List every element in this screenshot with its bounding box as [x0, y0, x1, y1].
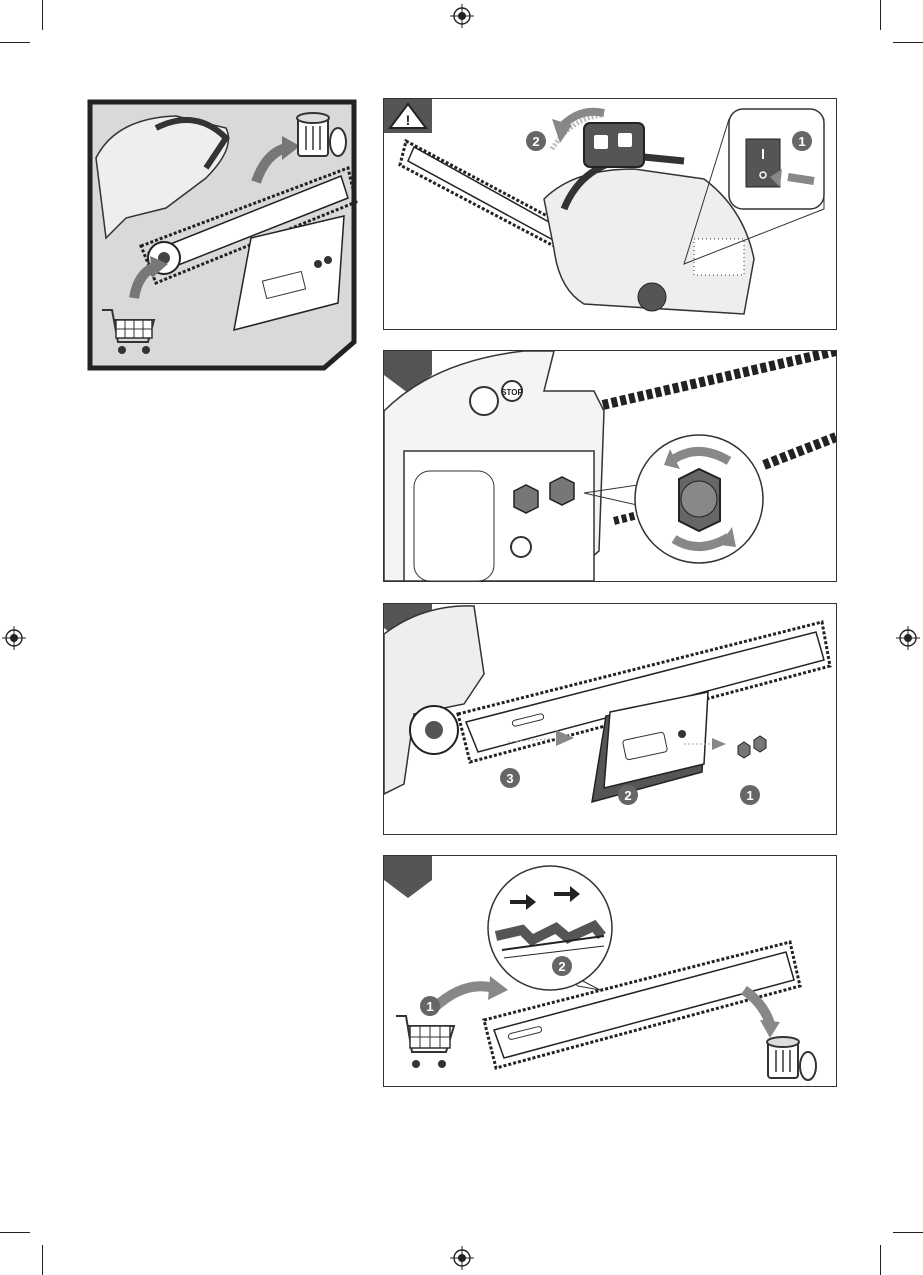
- replace-chain-figure: 2 1: [383, 855, 837, 1087]
- registration-mark-right: [896, 626, 920, 650]
- registration-mark-bottom: [450, 1246, 474, 1270]
- loosen-nuts-figure: STOP: [383, 350, 837, 582]
- callout-1: 1: [746, 788, 753, 803]
- step-tab: [384, 856, 432, 898]
- callout-2: 2: [558, 959, 565, 974]
- callout-2: 2: [624, 788, 631, 803]
- crop-mark: [893, 1232, 923, 1233]
- crop-mark: [42, 1245, 43, 1275]
- crop-mark: [0, 42, 30, 43]
- svg-text:!: !: [406, 112, 411, 128]
- shopping-cart-icon: [396, 1016, 454, 1068]
- callout-3: 3: [506, 771, 513, 786]
- crop-mark: [42, 0, 43, 30]
- trash-bin-icon: [767, 1037, 816, 1080]
- switch-off-and-brake-figure: ! 2 1: [383, 98, 837, 330]
- remove-cover-and-bar-figure: 3 2 1: [383, 603, 837, 835]
- overview-figure: [86, 98, 358, 372]
- stop-label: STOP: [501, 388, 523, 397]
- crop-mark: [880, 1245, 881, 1275]
- callout-1: 1: [426, 999, 433, 1014]
- crop-mark: [880, 0, 881, 30]
- crop-mark: [893, 42, 923, 43]
- registration-mark-left: [2, 626, 26, 650]
- callout-2: 2: [532, 134, 539, 149]
- crop-mark: [0, 1232, 30, 1233]
- registration-mark-top: [450, 4, 474, 28]
- callout-1: 1: [798, 134, 805, 149]
